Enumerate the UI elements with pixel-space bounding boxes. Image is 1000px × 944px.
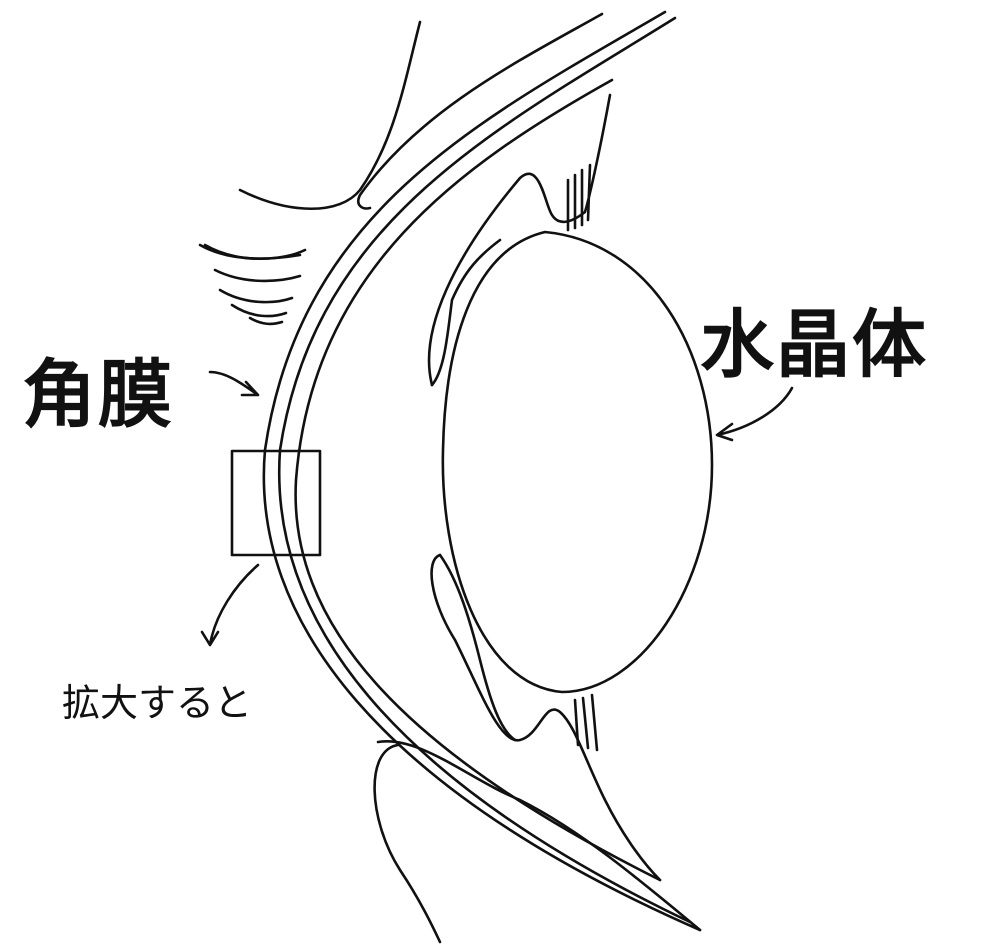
lash-line <box>198 243 302 260</box>
lash-line <box>230 303 288 318</box>
lens <box>441 230 714 694</box>
magnify-box <box>230 449 322 557</box>
iris-bottom <box>430 553 662 882</box>
magnify-label: 拡大すると <box>62 681 253 725</box>
magnify-pointer-arrow <box>200 563 260 647</box>
cornea-pointer-arrow <box>208 370 260 397</box>
upper-eyelid <box>238 20 422 211</box>
zonule <box>566 163 592 232</box>
cornea-label: 角膜 <box>22 352 174 438</box>
lower-eyelid <box>373 743 442 944</box>
cornea-outer <box>262 10 702 932</box>
iris-top <box>427 93 612 387</box>
cornea-inner <box>294 78 662 882</box>
cornea-outer-2 <box>277 16 692 924</box>
lash-line <box>248 316 284 326</box>
lens-pointer-arrow <box>715 386 794 442</box>
iris-top-inner <box>430 238 502 387</box>
zonule <box>573 693 599 752</box>
lens-label: 水晶体 <box>700 302 928 388</box>
lash-line <box>213 268 302 283</box>
iris-bottom-inner <box>438 553 517 742</box>
lash-line <box>218 288 294 304</box>
upper-eyelid-fold <box>357 12 604 210</box>
lower-eyelid-fold <box>376 739 702 932</box>
